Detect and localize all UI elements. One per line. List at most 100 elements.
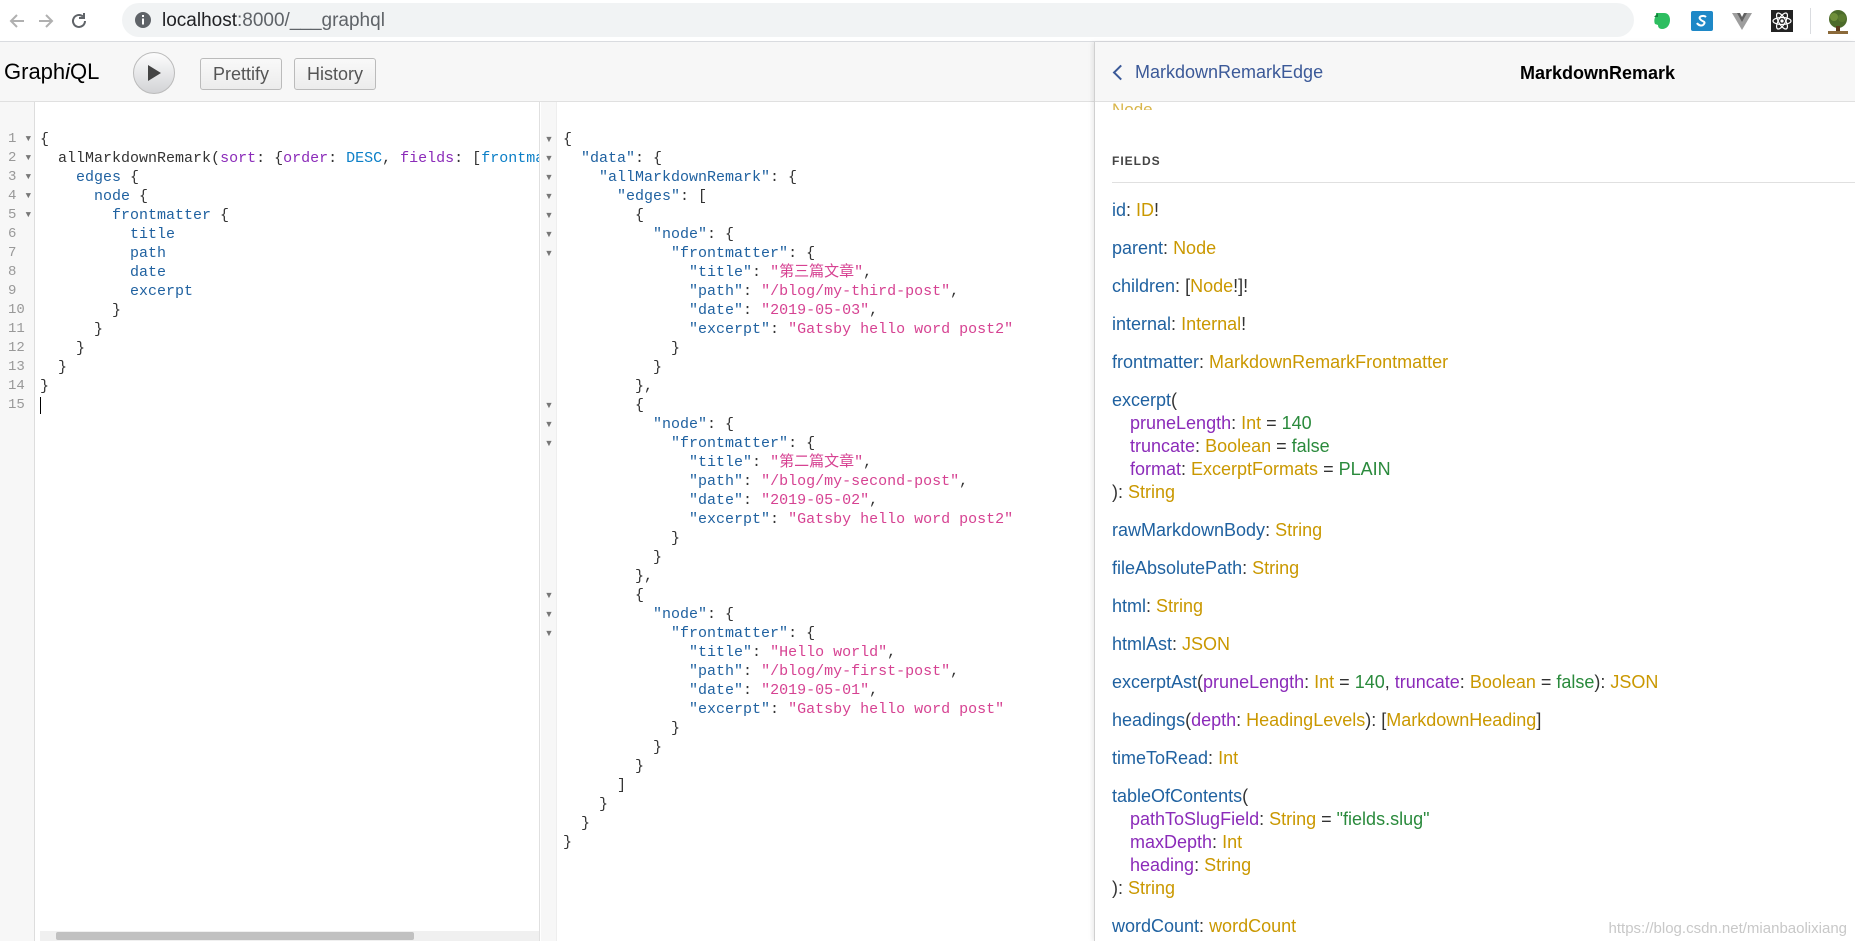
back-icon[interactable] — [4, 8, 30, 34]
arg-type[interactable]: HeadingLevels — [1246, 710, 1366, 730]
fold-arrow-icon[interactable]: ▼ — [544, 248, 554, 258]
result-gutter: ▼ ▼ ▼ ▼ ▼ ▼ ▼ ▼ ▼ ▼ ▼ ▼ ▼ — [541, 102, 557, 941]
field-type[interactable]: wordCount — [1209, 916, 1297, 936]
field-name[interactable]: excerptAst — [1112, 672, 1198, 692]
field-name[interactable]: tableOfContents — [1112, 786, 1243, 806]
field-type[interactable]: Int — [1218, 748, 1239, 768]
info-icon[interactable] — [134, 11, 152, 29]
result-line: }, — [563, 378, 654, 395]
line-number: 1▼ — [8, 131, 31, 147]
result-line: "date": "2019-05-02", — [689, 492, 879, 509]
prettify-button[interactable]: Prettify — [200, 58, 283, 90]
return-type[interactable]: String — [1128, 482, 1176, 502]
fold-arrow-icon[interactable]: ▼ — [544, 134, 554, 144]
address-bar[interactable]: localhost:8000/___graphql — [122, 3, 1634, 37]
gutter-spacer — [541, 472, 557, 491]
fold-arrow-icon[interactable]: ▼ — [25, 134, 31, 144]
fold-arrow-icon[interactable]: ▼ — [25, 210, 31, 220]
result-line: { — [563, 131, 573, 148]
fold-arrow-icon[interactable]: ▼ — [544, 419, 554, 429]
arg-name: pathToSlugField — [1130, 809, 1260, 829]
field-name[interactable]: children — [1112, 276, 1176, 296]
fold-arrow-icon[interactable]: ▼ — [544, 229, 554, 239]
arg-type[interactable]: Int — [1222, 832, 1243, 852]
arg-type[interactable]: String — [1204, 855, 1252, 875]
field-type[interactable]: Internal — [1181, 314, 1242, 334]
field-name[interactable]: rawMarkdownBody — [1112, 520, 1266, 540]
field-name[interactable]: frontmatter — [1112, 352, 1200, 372]
fold-arrow-icon[interactable]: ▼ — [544, 210, 554, 220]
return-type[interactable]: MarkdownHeading — [1386, 710, 1537, 730]
fold-arrow-icon[interactable]: ▼ — [544, 609, 554, 619]
return-type[interactable]: String — [1128, 878, 1176, 898]
line-number: 4▼ — [8, 188, 31, 204]
result-viewer: ▼▼▼▼▼▼▼▼▼▼▼▼▼ { "data": { "allMarkdownRe… — [541, 102, 1093, 941]
field-name[interactable]: parent — [1112, 238, 1164, 258]
forward-icon[interactable] — [33, 8, 59, 34]
gutter-spacer — [541, 529, 557, 548]
arg-type[interactable]: Boolean — [1205, 436, 1272, 456]
s-extension-icon[interactable] — [1690, 9, 1714, 33]
gutter-spacer — [541, 453, 557, 472]
field-type[interactable]: String — [1156, 596, 1204, 616]
field-type[interactable]: ID — [1136, 200, 1155, 220]
chevron-left-icon — [1112, 64, 1129, 81]
fold-arrow-icon[interactable]: ▼ — [25, 191, 31, 201]
vue-devtools-icon[interactable] — [1730, 9, 1754, 33]
fold-arrow-icon[interactable]: ▼ — [544, 628, 554, 638]
evernote-icon[interactable] — [1650, 9, 1674, 33]
avatar-icon[interactable] — [1825, 9, 1849, 34]
graphiql-title: GraphiQL — [4, 59, 100, 84]
result-line: }, — [563, 568, 654, 585]
browser-toolbar: localhost:8000/___graphql — [0, 0, 1855, 42]
field-name[interactable]: html — [1112, 596, 1147, 616]
field-list: id: ID! parent: Node children: [Node!]! … — [1112, 199, 1852, 941]
field-type[interactable]: String — [1275, 520, 1323, 540]
field-name[interactable]: timeToRead — [1112, 748, 1209, 768]
fold-arrow-icon[interactable]: ▼ — [544, 438, 554, 448]
arg-type[interactable]: Int — [1241, 413, 1262, 433]
result-line: "frontmatter": { — [671, 245, 816, 262]
fold-arrow-icon[interactable]: ▼ — [25, 172, 31, 182]
gutter-spacer — [541, 681, 557, 700]
scrollbar-thumb[interactable] — [56, 932, 414, 940]
react-devtools-icon[interactable] — [1770, 9, 1794, 33]
result-line: "title": "第二篇文章", — [689, 454, 873, 471]
query-line: { — [40, 131, 50, 148]
fold-arrow-icon[interactable]: ▼ — [544, 172, 554, 182]
result-line: "path": "/blog/my-second-post", — [689, 473, 969, 490]
arg-type[interactable]: Int — [1314, 672, 1335, 692]
arg-type[interactable]: Boolean — [1469, 672, 1536, 692]
field-name[interactable]: headings — [1112, 710, 1186, 730]
field-type[interactable]: Node — [1190, 276, 1234, 296]
field-name[interactable]: htmlAst — [1112, 634, 1173, 654]
fold-arrow-icon[interactable]: ▼ — [25, 153, 31, 163]
fold-arrow-icon[interactable]: ▼ — [544, 590, 554, 600]
fold-arrow-icon[interactable]: ▼ — [544, 191, 554, 201]
query-line: frontmatter { — [112, 207, 230, 224]
fold-arrow-icon[interactable]: ▼ — [544, 400, 554, 410]
field-type[interactable]: String — [1252, 558, 1300, 578]
result-line: } — [563, 359, 663, 376]
return-type[interactable]: JSON — [1610, 672, 1659, 692]
field-timeToRead: timeToRead: Int — [1112, 748, 1239, 768]
field-name[interactable]: id — [1112, 200, 1127, 220]
arg-type[interactable]: String — [1269, 809, 1317, 829]
field-name[interactable]: fileAbsolutePath — [1112, 558, 1243, 578]
doc-back-link[interactable]: MarkdownRemarkEdge — [1111, 62, 1323, 83]
field-name[interactable]: wordCount — [1112, 916, 1200, 936]
gutter-spacer — [541, 282, 557, 301]
field-name[interactable]: internal — [1112, 314, 1172, 334]
field-type[interactable]: JSON — [1182, 634, 1231, 654]
execute-query-button[interactable] — [133, 52, 175, 94]
field-type[interactable]: Node — [1173, 238, 1217, 258]
query-code[interactable]: { allMarkdownRemark(sort: {order: DESC, … — [40, 130, 539, 415]
reload-icon[interactable] — [66, 8, 92, 34]
fold-arrow-icon[interactable]: ▼ — [544, 153, 554, 163]
horizontal-scrollbar[interactable] — [40, 931, 539, 941]
field-type[interactable]: MarkdownRemarkFrontmatter — [1209, 352, 1449, 372]
field-name[interactable]: excerpt — [1112, 390, 1172, 410]
arg-type[interactable]: ExcerptFormats — [1191, 459, 1319, 479]
history-button[interactable]: History — [294, 58, 377, 90]
